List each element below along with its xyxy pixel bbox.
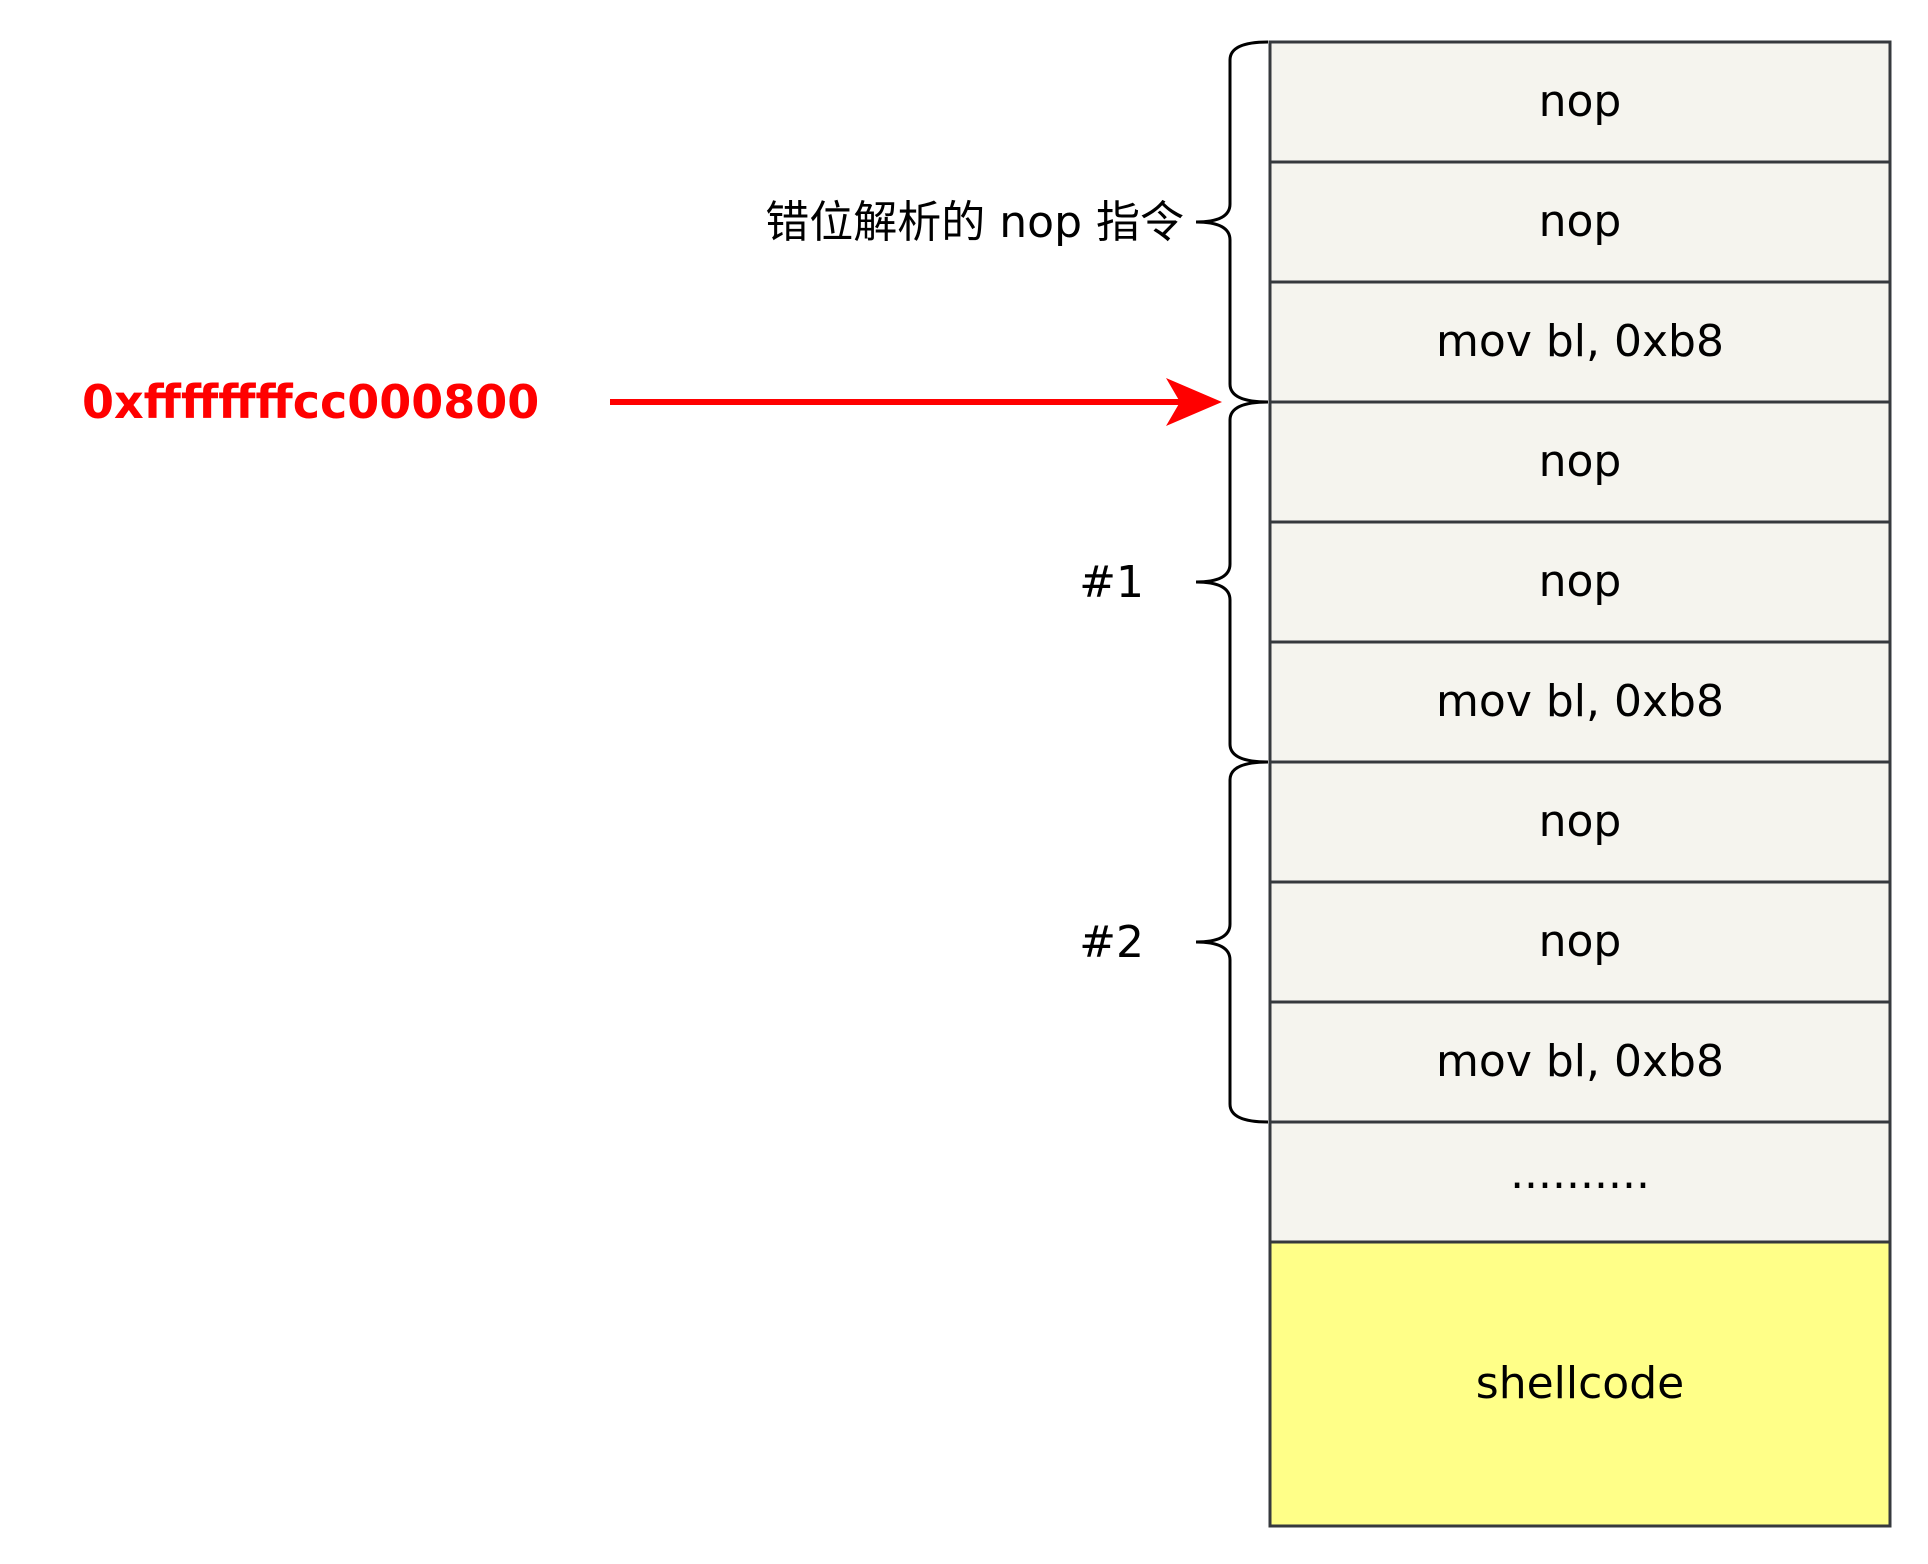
group-3: #2 bbox=[1079, 760, 1269, 1124]
instruction-label: nop bbox=[1539, 556, 1622, 607]
memory-cell-2: nop bbox=[1268, 160, 1892, 284]
ellipsis-label: .......... bbox=[1510, 1148, 1650, 1199]
memory-cell-3: mov bl, 0xb8 bbox=[1268, 280, 1892, 404]
instruction-label: mov bl, 0xb8 bbox=[1436, 676, 1724, 727]
shellcode-label: shellcode bbox=[1476, 1358, 1684, 1409]
group-braces: 错位解析的 nop 指令 #1 #2 bbox=[765, 40, 1269, 1124]
curly-brace bbox=[1195, 400, 1269, 764]
curly-brace bbox=[1195, 760, 1269, 1124]
memory-cell-8: nop bbox=[1268, 880, 1892, 1004]
pointer-address-label: 0xffffffffcc000800 bbox=[82, 375, 539, 429]
memory-cell-box bbox=[1268, 280, 1892, 404]
memory-cell-11: shellcode bbox=[1268, 1240, 1892, 1528]
memory-cells: nop nop mov bl, 0xb8 nop nop mov bl, 0xb8 nop n… bbox=[1268, 40, 1892, 1528]
instruction-label: mov bl, 0xb8 bbox=[1436, 316, 1724, 367]
memory-cell-4: nop bbox=[1268, 400, 1892, 524]
instruction-label: nop bbox=[1539, 76, 1622, 127]
memory-cell-6: mov bl, 0xb8 bbox=[1268, 640, 1892, 764]
memory-cell-5: nop bbox=[1268, 520, 1892, 644]
memory-cell-box bbox=[1268, 1120, 1892, 1244]
memory-cell-box bbox=[1268, 40, 1892, 164]
memory-cell-box bbox=[1268, 400, 1892, 524]
group-1: 错位解析的 nop 指令 bbox=[765, 40, 1269, 404]
memory-cell-box bbox=[1268, 1240, 1892, 1528]
pointer-arrow-head bbox=[1166, 378, 1222, 426]
memory-cell-1: nop bbox=[1268, 40, 1892, 164]
memory-cell-10: .......... bbox=[1268, 1120, 1892, 1244]
address-pointer: 0xffffffffcc000800 bbox=[82, 375, 1222, 429]
instruction-label: nop bbox=[1539, 916, 1622, 967]
curly-brace bbox=[1195, 40, 1269, 404]
memory-cell-7: nop bbox=[1268, 760, 1892, 884]
memory-cell-box bbox=[1268, 880, 1892, 1004]
group-label: #1 bbox=[1079, 557, 1144, 608]
memory-cell-9: mov bl, 0xb8 bbox=[1268, 1000, 1892, 1124]
group-label: 错位解析的 nop 指令 bbox=[765, 197, 1184, 248]
memory-cell-box bbox=[1268, 640, 1892, 764]
group-label: #2 bbox=[1079, 917, 1144, 968]
instruction-label: nop bbox=[1539, 196, 1622, 247]
group-2: #1 bbox=[1079, 400, 1269, 764]
instruction-label: mov bl, 0xb8 bbox=[1436, 1036, 1724, 1087]
instruction-label: nop bbox=[1539, 796, 1622, 847]
memory-cell-box bbox=[1268, 160, 1892, 284]
instruction-label: nop bbox=[1539, 436, 1622, 487]
